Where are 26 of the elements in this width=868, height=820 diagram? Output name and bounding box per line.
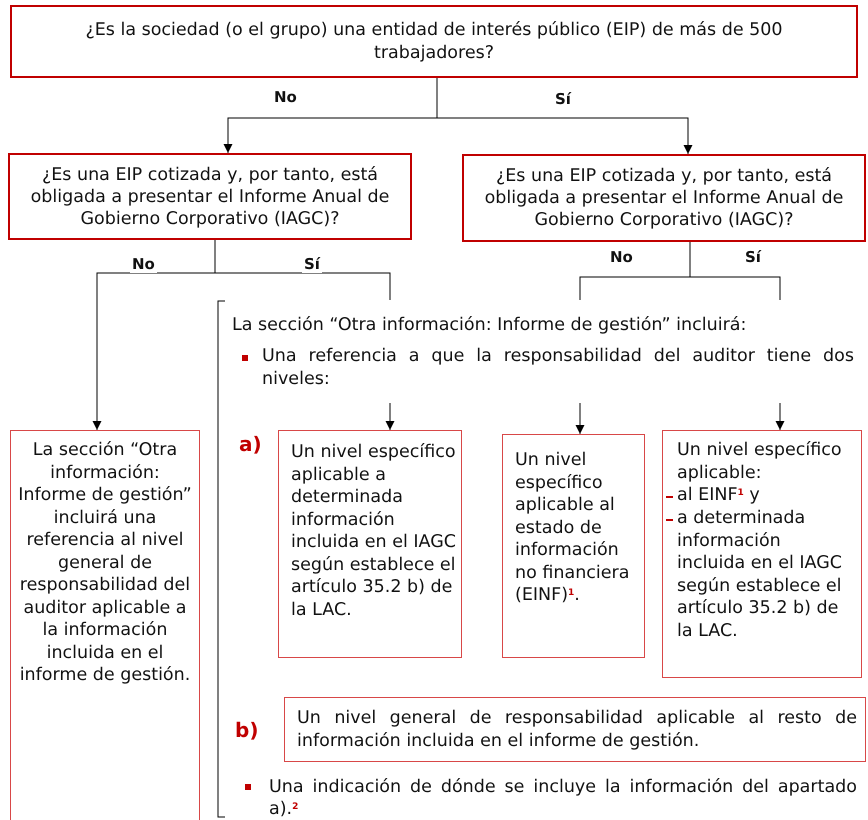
result-text: La sección “Otra información: Informe de gestión” incluirá una referencia al nivel general de responsabilidad del auditor aplicable a la información incluida en el informe de gestión. — [17, 439, 193, 686]
box-text: Un nivel específico aplicable a determinada información incluida en el IAGC según establece el artículo 35.2 b) de la LAC. — [291, 441, 458, 621]
level-box — [662, 430, 862, 678]
level-box — [284, 697, 866, 762]
item-letter: b) — [235, 718, 258, 742]
box-text: a determinada información incluida en el IAGC según establece el artículo 35.2 b) de la LAC. — [677, 507, 843, 642]
level-box — [502, 434, 645, 658]
bullet-text: Una indicación de dónde se incluye la información del apartado a).$^{2}$ — [269, 776, 857, 820]
level-box — [278, 430, 462, 658]
box-text: Un nivel específico aplicable al estado de información no financiera (EINF)$^{1}$. — [515, 449, 630, 606]
box-text: al EINF$^{1}$ y — [677, 484, 761, 506]
edge-label: Sí — [302, 255, 322, 273]
question-text: ¿Es la sociedad (o el grupo) una entidad de interés público (EIP) de más de 500 trabajadores? — [84, 19, 784, 65]
box-text: Un nivel específico aplicable: — [677, 439, 843, 484]
result-box — [10, 430, 200, 820]
bullet-text: Una referencia a que la responsabilidad del auditor tiene dos niveles: — [262, 345, 854, 403]
item-letter: a) — [239, 432, 262, 456]
arrow — [436, 78, 692, 154]
question-text: ¿Es una EIP cotizada y, por tanto, está obligada a presentar el Informe Anual de Gobierno Corporativo (IAGC)? — [484, 165, 844, 231]
decision-box — [8, 153, 412, 240]
decision-box — [10, 5, 858, 78]
question-text: ¿Es una EIP cotizada y, por tanto, está obligada a presentar el Informe Anual de Gobierno Corporativo (IAGC)? — [30, 164, 390, 230]
bracketed-section — [217, 300, 868, 818]
box-text: Un nivel general de responsabilidad aplicable al resto de información incluida en el informe de gestión. — [297, 707, 857, 753]
decision-box — [462, 154, 866, 242]
edge-label: No — [130, 255, 157, 273]
